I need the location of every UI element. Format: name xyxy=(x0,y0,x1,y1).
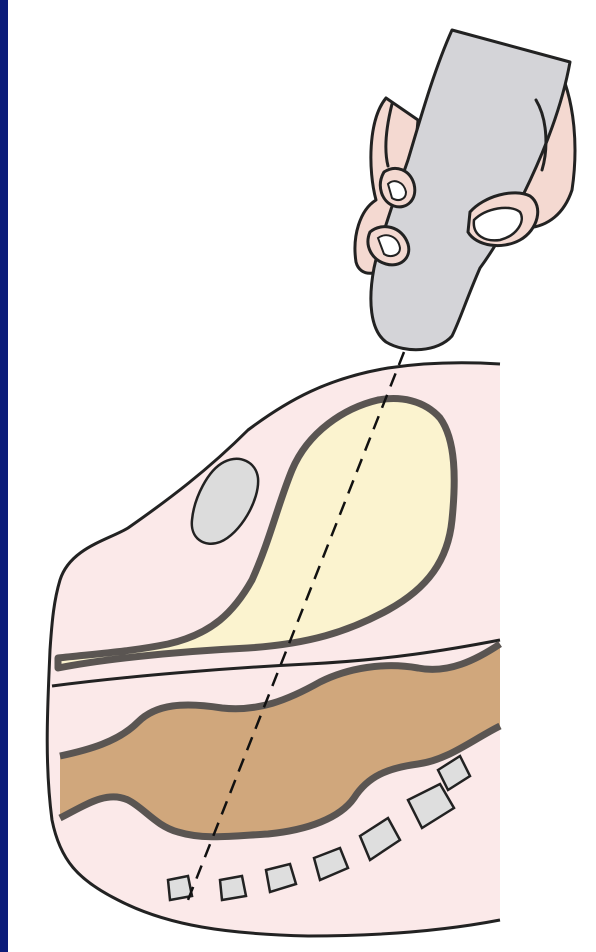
ultrasound-diagram xyxy=(8,0,596,952)
illustration-frame xyxy=(8,0,596,952)
probe-group xyxy=(355,30,575,350)
abdomen-cross-section xyxy=(47,363,500,936)
vertebra xyxy=(220,876,246,900)
